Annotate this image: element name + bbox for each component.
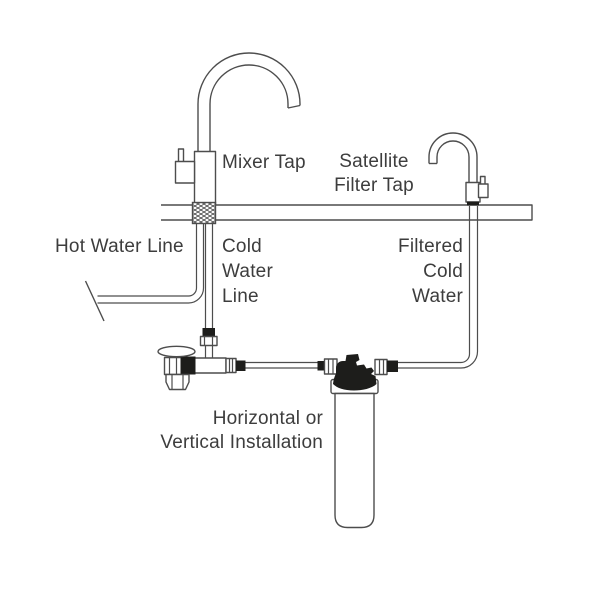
shut-off-valve <box>157 345 246 391</box>
satellite-spout-outer <box>428 132 478 183</box>
pipe-collar <box>199 335 218 347</box>
mixer-tap <box>174 52 301 206</box>
supply-tube <box>245 358 338 375</box>
filter-outlet-collar <box>374 358 388 376</box>
satellite-filter-tap-label: Satellite Filter Tap <box>334 151 414 196</box>
hot-water-line-label: Hot Water Line <box>55 236 184 257</box>
mixer-tap-label: Mixer Tap <box>222 152 306 173</box>
tee-outlet-fitting <box>236 360 246 371</box>
filter-outlet-fitting <box>387 360 398 372</box>
filtered-cold-water-label: Filtered Cold Water <box>398 236 463 307</box>
mixer-spout-tip <box>287 104 301 109</box>
filter-inlet-collar <box>323 358 338 375</box>
pipe-fitting <box>202 328 215 337</box>
braided-connector <box>191 201 217 225</box>
installation-note-label: Horizontal or Vertical Installation <box>160 408 323 453</box>
mixer-handle-stem <box>177 148 185 163</box>
filter-head <box>333 354 377 391</box>
mixer-handle-lever <box>174 160 196 184</box>
filter-body <box>334 392 375 529</box>
satellite-handle-lever <box>477 183 489 199</box>
filter-inlet-fitting <box>317 361 325 371</box>
worktop <box>161 204 533 221</box>
mixer-spout-inner <box>209 64 289 172</box>
cold-water-line-label: Cold Water Line <box>222 236 273 307</box>
satellite-spout-inner <box>436 140 470 183</box>
valve-handle <box>157 345 196 358</box>
tee-outlet-collar <box>225 357 237 374</box>
mixer-spout-outer <box>197 52 301 172</box>
tee-body <box>193 357 227 374</box>
valve-body <box>163 356 183 376</box>
cold-water-pipe <box>199 223 218 358</box>
pipe-break-mark <box>84 280 105 322</box>
filtered-water-pipe <box>398 206 479 369</box>
satellite-filter-tap <box>428 132 489 206</box>
valve-seal-ring <box>180 356 196 375</box>
satellite-base <box>467 201 479 206</box>
valve-nut <box>165 373 190 391</box>
hot-water-pipe <box>84 223 205 322</box>
filter-cartridge <box>330 354 398 529</box>
mixer-body <box>193 150 217 206</box>
